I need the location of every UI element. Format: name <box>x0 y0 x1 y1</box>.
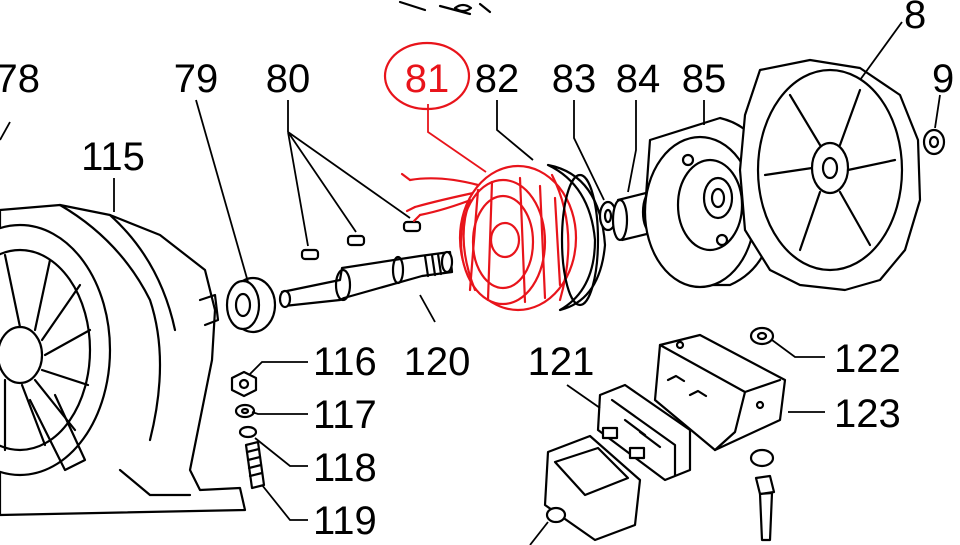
label-117[interactable]: 117 <box>313 393 377 437</box>
label-78[interactable]: 78 <box>0 57 40 101</box>
label-80[interactable]: 80 <box>266 57 311 101</box>
stud-119[interactable] <box>244 440 266 490</box>
brush-holder-121[interactable] <box>596 383 692 482</box>
top-fragment <box>398 0 492 16</box>
bearing-79[interactable] <box>225 276 277 334</box>
label-79[interactable]: 79 <box>174 57 219 101</box>
screw-assembly[interactable] <box>749 448 776 542</box>
label-123[interactable]: 123 <box>834 392 901 436</box>
nut-116[interactable] <box>230 370 258 398</box>
regulator-123[interactable] <box>653 333 787 452</box>
label-81-highlighted[interactable]: 81 <box>405 57 450 101</box>
stator-81-highlighted[interactable] <box>400 164 578 312</box>
label-121[interactable]: 121 <box>528 340 595 384</box>
label-84[interactable]: 84 <box>616 57 661 101</box>
end-ring-82[interactable] <box>546 163 607 312</box>
label-83[interactable]: 83 <box>552 57 597 101</box>
label-82[interactable]: 82 <box>475 57 520 101</box>
spring-washer-118[interactable] <box>238 425 258 439</box>
label-115[interactable]: 115 <box>81 135 145 179</box>
label-85[interactable]: 85 <box>682 57 727 101</box>
shaft-120[interactable] <box>278 250 454 309</box>
fan-86[interactable] <box>738 58 922 292</box>
label-122[interactable]: 122 <box>834 337 901 381</box>
label-120[interactable]: 120 <box>404 340 471 384</box>
filter-block[interactable] <box>543 434 642 542</box>
label-116[interactable]: 116 <box>313 340 377 384</box>
label-9x-partial[interactable]: 9 <box>932 57 954 101</box>
label-119[interactable]: 119 <box>313 499 377 543</box>
washer-9x[interactable] <box>922 128 946 156</box>
keys-80[interactable] <box>300 220 422 261</box>
highlight-circle <box>383 41 471 111</box>
label-118[interactable]: 118 <box>313 446 377 490</box>
motor-housing-115[interactable] <box>0 203 247 517</box>
washer-117[interactable] <box>234 403 256 419</box>
label-86-partial[interactable]: 8 <box>904 0 926 37</box>
grommet-122[interactable] <box>749 326 775 346</box>
leader-lines <box>0 21 941 545</box>
